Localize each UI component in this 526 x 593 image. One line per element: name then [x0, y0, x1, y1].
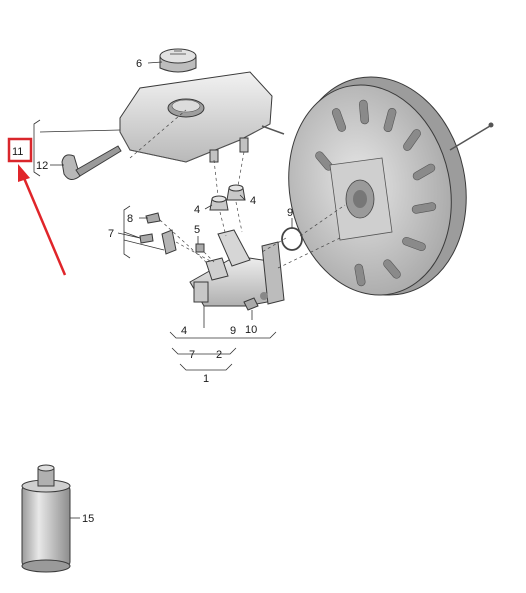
highlight-arrow-head: [18, 164, 30, 182]
callout-9-bottom: 9: [230, 325, 236, 337]
bleeder-screws: [139, 212, 205, 255]
callout-7-lower: 7: [189, 349, 195, 361]
callout-labels: 6 12 8 7 4 4 5 9 10 4 9 7 2 1 15: [36, 58, 293, 525]
leader-lines: [33, 61, 293, 519]
callout-7-upper: 7: [108, 228, 114, 240]
callout-15: 15: [82, 513, 94, 525]
brake-master-cylinder: [189, 229, 285, 307]
callout-6: 6: [136, 58, 142, 70]
highlight-arrow-shaft: [22, 177, 67, 276]
assembly-dash-lines: [129, 109, 346, 269]
reservoir-pin: [61, 145, 122, 180]
callout-4-right: 4: [250, 195, 256, 207]
callout-1: 1: [203, 373, 209, 385]
highlight-box: [7, 137, 33, 163]
highlight-callout-11: 11: [7, 137, 67, 276]
brake-booster: [288, 76, 494, 296]
brake-fluid-bottle: [21, 464, 71, 573]
callout-11: 11: [12, 146, 23, 158]
callout-12: 12: [36, 160, 48, 172]
o-ring: [281, 227, 303, 251]
callout-5: 5: [194, 224, 200, 236]
callout-8: 8: [127, 213, 133, 225]
callout-4-bottom: 4: [181, 325, 187, 337]
callout-9-upper: 9: [287, 207, 293, 219]
reservoir-cap: [159, 48, 197, 73]
callout-10: 10: [245, 324, 257, 336]
callout-2: 2: [216, 349, 222, 361]
callout-4-left: 4: [194, 204, 200, 216]
brake-fluid-reservoir: [119, 71, 285, 163]
grommet-seals: [209, 184, 246, 211]
nut: [243, 297, 259, 311]
